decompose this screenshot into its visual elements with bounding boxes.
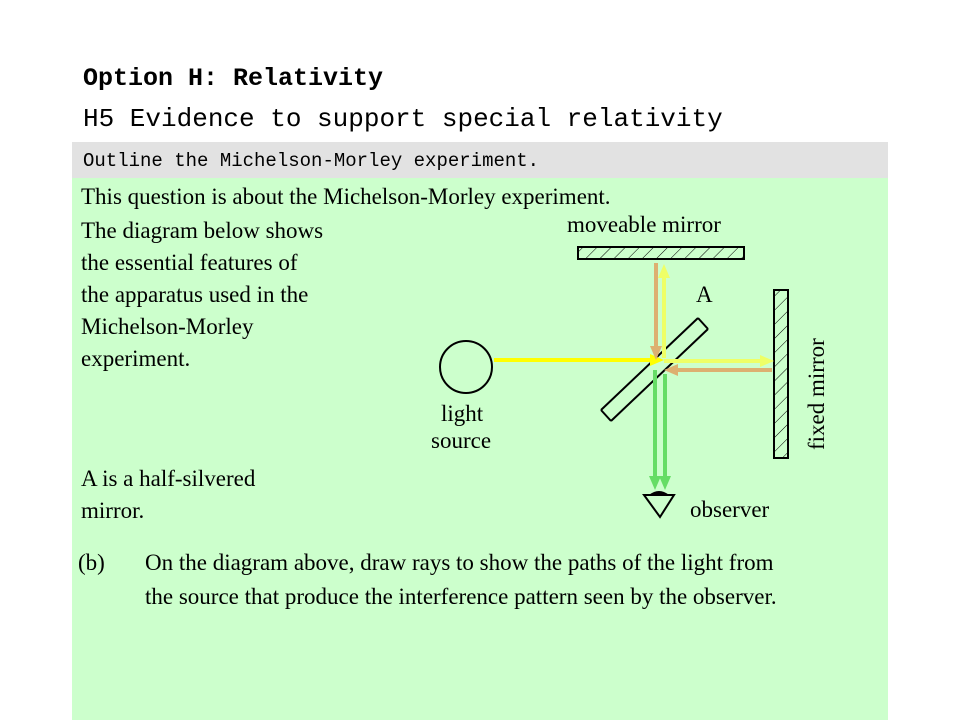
part-label: (b) bbox=[78, 550, 105, 575]
paragraph-line: the apparatus used in the bbox=[81, 282, 309, 307]
mirror-a-label: A bbox=[696, 282, 713, 307]
mirror-note: A is a half-silvered mirror. bbox=[81, 466, 255, 530]
paragraph-line: The diagram below shows bbox=[81, 218, 324, 243]
part-line-2: the source that produce the interference… bbox=[145, 584, 777, 609]
part-line-1: On the diagram above, draw rays to show … bbox=[145, 550, 774, 575]
page-subtitle: H5 Evidence to support special relativit… bbox=[83, 104, 723, 134]
fixed-mirror bbox=[773, 289, 789, 459]
fixed-mirror-label: fixed mirror bbox=[804, 338, 829, 450]
question-intro: This question is about the Michelson-Mor… bbox=[81, 184, 611, 209]
light-source-label-line-1: light bbox=[441, 401, 484, 426]
page-title: Option H: Relativity bbox=[83, 64, 384, 93]
observer-eye bbox=[642, 491, 676, 519]
light-source bbox=[439, 340, 493, 394]
ray-a-to-observer-1 bbox=[649, 370, 661, 490]
moveable-mirror bbox=[577, 246, 745, 260]
ray-a-to-fixed-mirror bbox=[664, 355, 774, 367]
ray-fixed-mirror-to-a bbox=[664, 364, 772, 376]
half-silvered-mirror-a bbox=[600, 317, 709, 422]
prompt-text: Outline the Michelson-Morley experiment. bbox=[83, 150, 540, 172]
moveable-mirror-label: moveable mirror bbox=[567, 212, 721, 237]
note-line: mirror. bbox=[81, 498, 145, 523]
prompt-bar: Outline the Michelson-Morley experiment. bbox=[72, 142, 888, 178]
ray-a-to-observer-2 bbox=[659, 374, 671, 490]
question-panel: moveable mirror fixed mirror A light sou… bbox=[72, 178, 888, 720]
michelson-morley-diagram: moveable mirror fixed mirror A light sou… bbox=[431, 212, 829, 522]
observer-label: observer bbox=[690, 497, 770, 522]
ray-source-to-a bbox=[494, 354, 664, 366]
ray-a-to-moveable-mirror bbox=[658, 264, 670, 358]
paragraph-line: the essential features of bbox=[81, 250, 298, 275]
ray-moveable-mirror-to-a bbox=[650, 263, 662, 360]
light-source-label-line-2: source bbox=[431, 428, 491, 453]
question-paragraph: The diagram below shows the essential fe… bbox=[81, 218, 323, 378]
paragraph-line: experiment. bbox=[81, 346, 191, 371]
paragraph-line: Michelson-Morley bbox=[81, 314, 254, 339]
note-line: A is a half-silvered bbox=[81, 466, 256, 491]
